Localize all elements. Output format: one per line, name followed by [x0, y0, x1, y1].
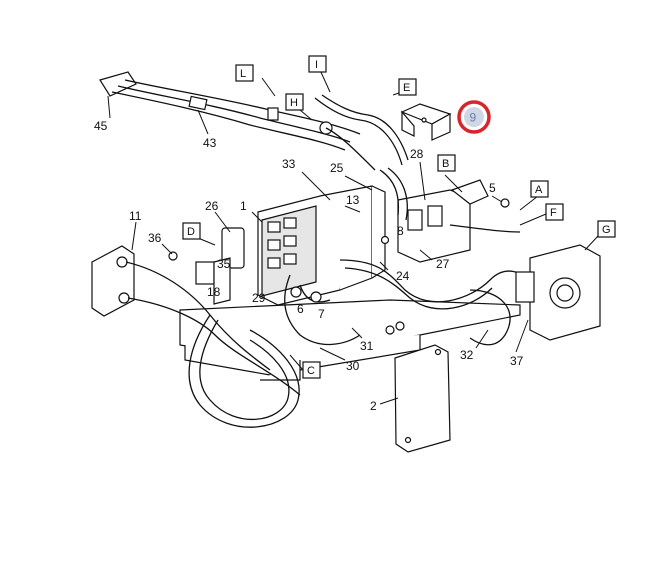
callout-letter: A	[535, 184, 543, 196]
part-number: 36	[148, 231, 162, 245]
callout-I: I	[308, 55, 327, 73]
part-number: 35	[217, 257, 231, 271]
callout-letter: I	[315, 59, 318, 71]
part-number: 2	[370, 399, 377, 413]
callout-G: G	[597, 220, 616, 238]
callout-L: L	[235, 64, 254, 82]
part-number: 25	[330, 161, 344, 175]
part-number: 31	[360, 339, 374, 353]
callout-letter: F	[550, 207, 557, 219]
part-number: 11	[129, 209, 142, 223]
callout-C: C	[302, 361, 321, 379]
part-number: 27	[436, 257, 450, 271]
part-number-labels: 45 43 33 25 13 28 5 11 36 26 1 35 18 29 …	[94, 119, 524, 413]
callout-letter: C	[307, 365, 315, 377]
callout-letter: G	[602, 224, 611, 236]
callout-letter: H	[290, 97, 298, 109]
callout-letter: L	[240, 68, 246, 80]
part-number: 24	[396, 269, 410, 283]
part-number: 1	[240, 199, 247, 213]
highlighted-part-number: 9	[470, 111, 477, 125]
part-number: 29	[252, 291, 266, 305]
part-number: 28	[410, 147, 424, 161]
part-number: 7	[318, 307, 325, 321]
callout-B: B	[437, 154, 456, 172]
leader-lines	[107, 69, 599, 405]
part-number: 37	[510, 354, 524, 368]
callout-letter: E	[403, 82, 410, 94]
part-number: 18	[207, 285, 221, 299]
callout-D: D	[182, 222, 201, 240]
callout-F: F	[545, 203, 564, 221]
part-number: 43	[203, 136, 217, 150]
part-number: 33	[282, 157, 296, 171]
highlighted-callout-9[interactable]: 9	[457, 100, 491, 134]
part-number: 13	[346, 193, 360, 207]
part-number: 30	[346, 359, 360, 373]
callout-letter: B	[442, 158, 449, 170]
part-number: 26	[205, 199, 219, 213]
callout-H: H	[285, 93, 304, 111]
part-number: 32	[460, 348, 474, 362]
letter-callouts: L I H E B A F G	[182, 55, 616, 379]
line-art	[91, 71, 601, 453]
part-number: 45	[94, 119, 108, 133]
part-number: 6	[297, 302, 304, 316]
callout-letter: D	[187, 226, 195, 238]
callout-A: A	[530, 180, 549, 198]
part-number: 5	[489, 181, 496, 195]
callout-E: E	[398, 78, 417, 96]
part-number: 8	[397, 224, 404, 238]
